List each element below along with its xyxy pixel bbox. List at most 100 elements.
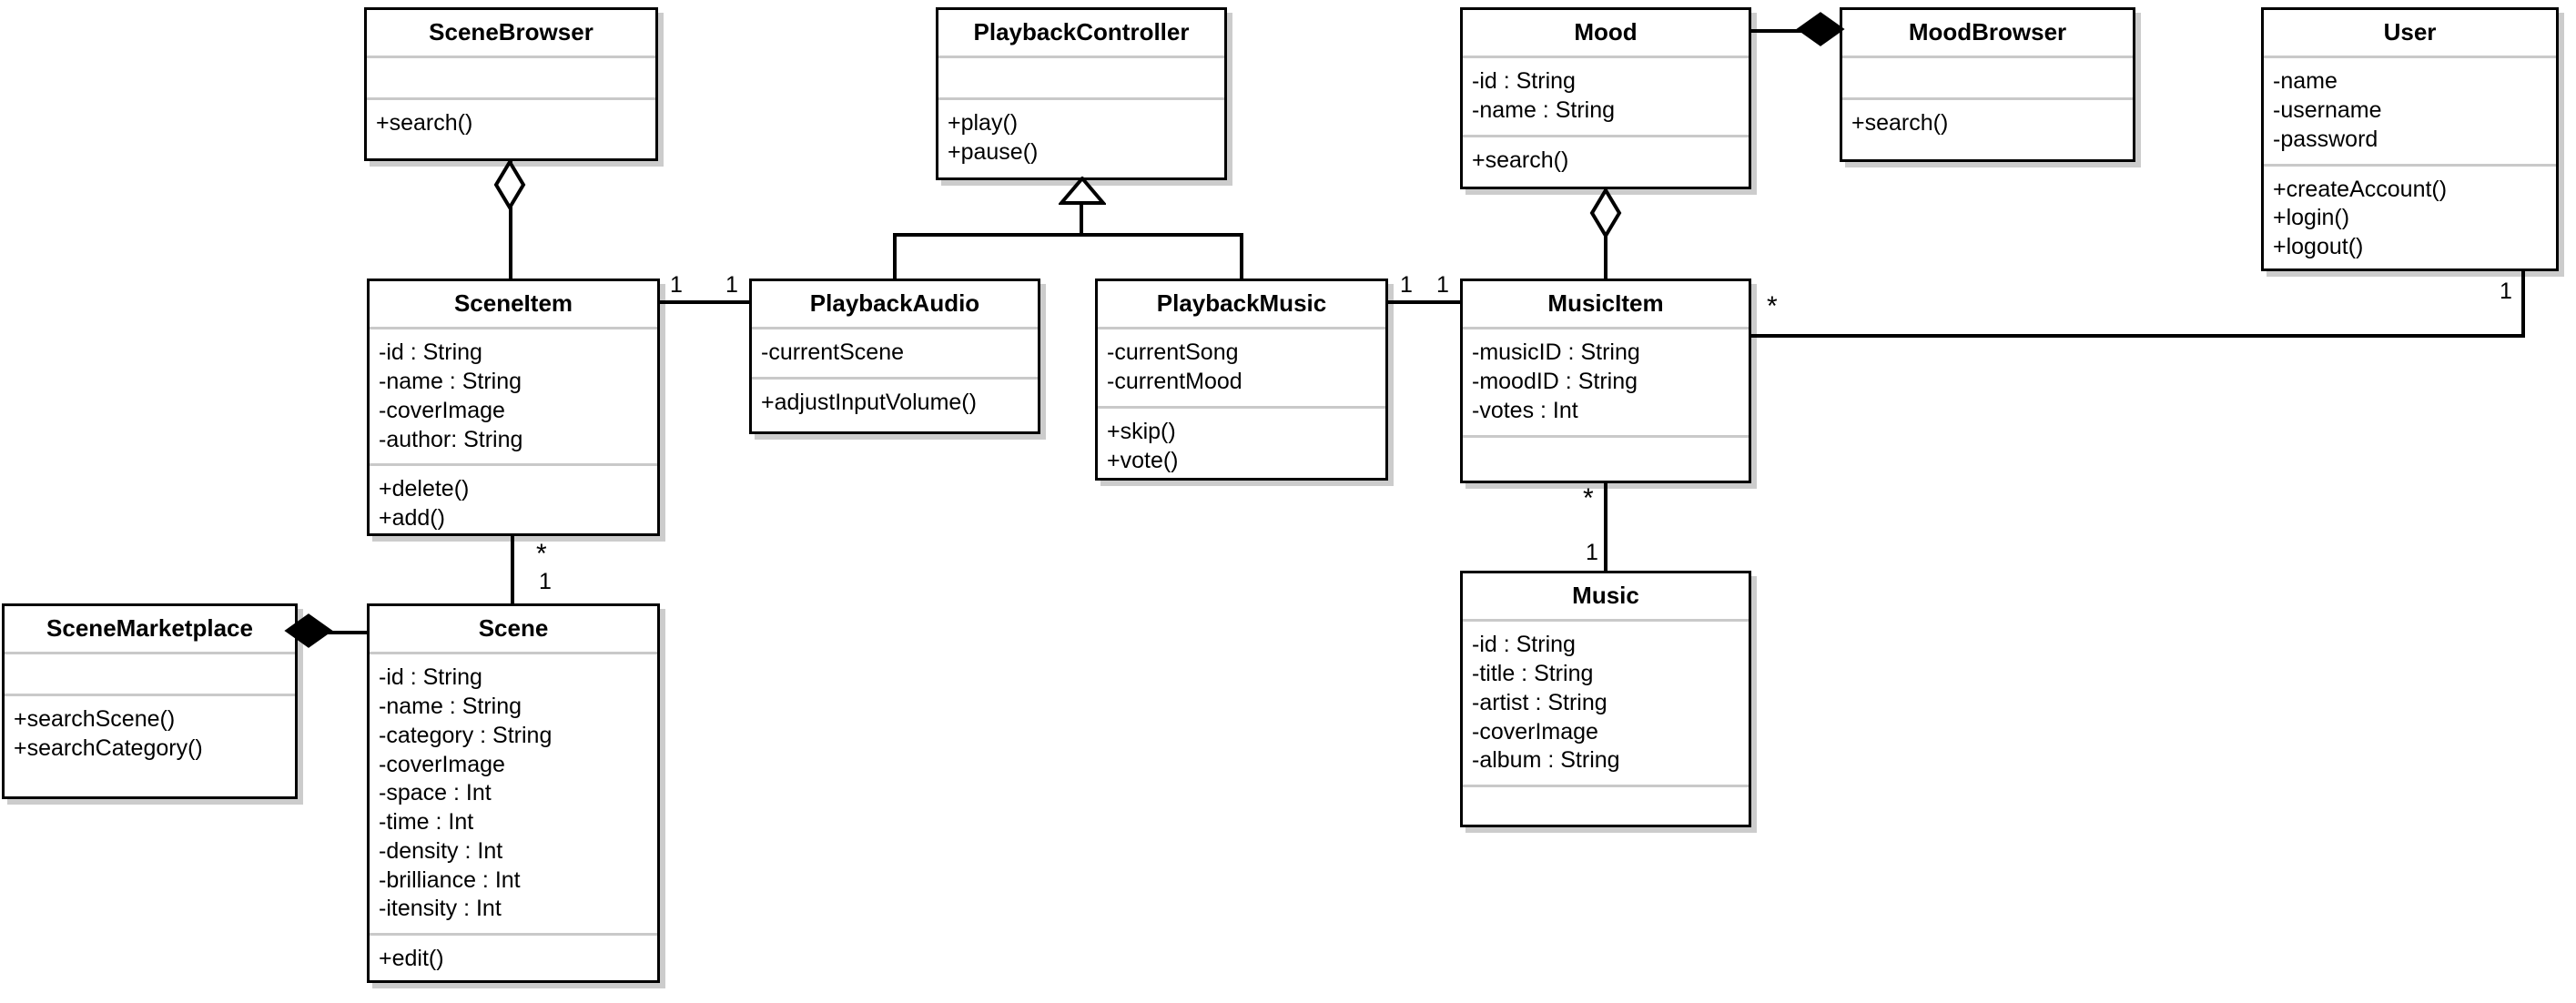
class-operations-scene-browser: +search()	[367, 100, 655, 147]
multiplicity-label-sceneitem-scene-target: 1	[539, 569, 552, 594]
class-operations-scene-marketplace: +searchScene() +searchCategory()	[5, 696, 295, 773]
operation-line: +searchCategory()	[14, 735, 203, 762]
connector-scenebrowser-sceneitem	[509, 161, 512, 281]
attribute-line: -id : String	[1472, 68, 1576, 95]
operation-line: +search()	[1851, 110, 1949, 137]
attribute-line: -password	[2273, 126, 2378, 152]
class-title-user: User	[2264, 10, 2556, 59]
class-attributes-playback-music: -currentSong -currentMood	[1098, 329, 1385, 409]
class-title-mood-browser: MoodBrowser	[1842, 10, 2133, 59]
class-title-scene-marketplace: SceneMarketplace	[5, 606, 295, 655]
operation-line: +search()	[1472, 147, 1569, 173]
attribute-line: -name : String	[1472, 97, 1616, 124]
class-box-music[interactable]: Music -id : String -title : String -arti…	[1460, 571, 1751, 827]
class-operations-music-item	[1463, 438, 1749, 480]
attribute-line: -coverImage	[379, 397, 505, 423]
class-box-playback-controller[interactable]: PlaybackController +play() +pause()	[936, 7, 1227, 180]
class-attributes-music-item: -musicID : String -moodID : String -vote…	[1463, 329, 1749, 438]
class-attributes-scene-item: -id : String -name : String -coverImage …	[370, 329, 657, 467]
generalization-triangle-playbackcontroller	[1059, 177, 1106, 205]
operation-line: +pause()	[948, 139, 1039, 166]
class-title-mood: Mood	[1463, 10, 1749, 59]
attribute-line: -name	[2273, 68, 2338, 95]
attribute-line: -coverImage	[1472, 718, 1598, 745]
composition-diamond-scenemarketplace	[284, 613, 333, 648]
class-attributes-scene: -id : String -name : String -category : …	[370, 654, 657, 937]
attribute-line: -density : Int	[379, 837, 503, 864]
connector-musicitem-user-horizontal	[1749, 334, 2525, 338]
connector-playbackaudio-up	[893, 233, 897, 280]
class-attributes-playback-audio: -currentScene	[752, 329, 1038, 380]
operation-line: +play()	[948, 110, 1019, 137]
class-attributes-scene-browser	[367, 58, 655, 101]
class-title-playback-controller: PlaybackController	[938, 10, 1224, 59]
class-operations-playback-music: +skip() +vote()	[1098, 409, 1385, 485]
aggregation-diamond-mood	[1589, 188, 1622, 238]
class-title-scene-item: SceneItem	[370, 281, 657, 330]
connector-musicitem-user-vertical	[2521, 269, 2525, 336]
class-attributes-user: -name -username -password	[2264, 58, 2556, 167]
connector-playbackmusic-up	[1240, 233, 1243, 280]
connector-generalization-stem	[1080, 201, 1083, 236]
class-attributes-mood-browser	[1842, 58, 2133, 101]
class-title-music-item: MusicItem	[1463, 281, 1749, 330]
attribute-line: -artist : String	[1472, 689, 1607, 715]
class-box-mood-browser[interactable]: MoodBrowser +search()	[1840, 7, 2135, 162]
class-operations-scene: +edit()	[370, 936, 657, 983]
operation-line: +login()	[2273, 205, 2350, 231]
attribute-line: -author: String	[379, 426, 523, 452]
class-title-scene-browser: SceneBrowser	[367, 10, 655, 59]
class-box-scene-browser[interactable]: SceneBrowser +search()	[364, 7, 658, 161]
operation-line: +skip()	[1107, 418, 1176, 444]
connector-musicitem-music	[1604, 481, 1607, 573]
class-title-music: Music	[1463, 573, 1749, 623]
attribute-line: -username	[2273, 97, 2382, 124]
attribute-line: -coverImage	[379, 751, 505, 777]
class-attributes-playback-controller	[938, 58, 1224, 101]
multiplicity-label-playbackmusic-musicitem-source: 1	[1400, 272, 1413, 298]
multiplicity-label-musicitem-user-target: 1	[2500, 279, 2512, 304]
attribute-line: -name : String	[379, 369, 522, 395]
class-operations-playback-controller: +play() +pause()	[938, 100, 1224, 177]
attribute-line: -currentSong	[1107, 339, 1239, 366]
attribute-line: -itensity : Int	[379, 896, 502, 922]
multiplicity-label-sceneitem-playbackaudio-source: 1	[670, 272, 683, 298]
class-attributes-scene-marketplace	[5, 654, 295, 697]
operation-line: +search()	[376, 110, 473, 137]
class-box-music-item[interactable]: MusicItem -musicID : String -moodID : St…	[1460, 279, 1751, 483]
attribute-line: -brilliance : Int	[379, 866, 521, 893]
attribute-line: -name : String	[379, 694, 522, 720]
class-box-mood[interactable]: Mood -id : String -name : String +search…	[1460, 7, 1751, 189]
attribute-line: -votes : Int	[1472, 397, 1578, 423]
class-operations-music	[1463, 787, 1749, 829]
operation-line: +adjustInputVolume()	[761, 390, 977, 416]
operation-line: +searchScene()	[14, 706, 176, 733]
attribute-line: -space : Int	[379, 780, 492, 806]
multiplicity-label-musicitem-user-source: *	[1767, 291, 1778, 321]
class-box-playback-music[interactable]: PlaybackMusic -currentSong -currentMood …	[1095, 279, 1388, 481]
multiplicity-label-playbackmusic-musicitem-target: 1	[1436, 272, 1449, 298]
connector-playbackmusic-musicitem	[1386, 300, 1464, 304]
operation-line: +delete()	[379, 476, 470, 502]
attribute-line: -musicID : String	[1472, 339, 1640, 366]
multiplicity-label-sceneitem-scene-source: *	[536, 539, 547, 569]
composition-diamond-moodbrowser	[1796, 12, 1845, 46]
connector-generalization-bar	[893, 233, 1243, 237]
class-box-scene[interactable]: Scene -id : String -name : String -categ…	[367, 603, 660, 983]
class-operations-scene-item: +delete() +add()	[370, 466, 657, 542]
class-operations-mood: +search()	[1463, 137, 1749, 185]
attribute-line: -category : String	[379, 722, 553, 748]
class-box-scene-item[interactable]: SceneItem -id : String -name : String -c…	[367, 279, 660, 536]
attribute-line: -currentMood	[1107, 369, 1242, 395]
class-box-scene-marketplace[interactable]: SceneMarketplace +searchScene() +searchC…	[2, 603, 298, 799]
attribute-line: -time : Int	[379, 809, 474, 836]
class-box-user[interactable]: User -name -username -password +createAc…	[2261, 7, 2559, 271]
connector-sceneitem-scene	[511, 535, 514, 606]
operation-line: +createAccount()	[2273, 176, 2448, 202]
attribute-line: -title : String	[1472, 661, 1594, 687]
operation-line: +vote()	[1107, 447, 1179, 473]
connector-scenemarketplace-scene	[296, 631, 370, 634]
class-box-playback-audio[interactable]: PlaybackAudio -currentScene +adjustInput…	[749, 279, 1040, 434]
operation-line: +add()	[379, 505, 445, 532]
